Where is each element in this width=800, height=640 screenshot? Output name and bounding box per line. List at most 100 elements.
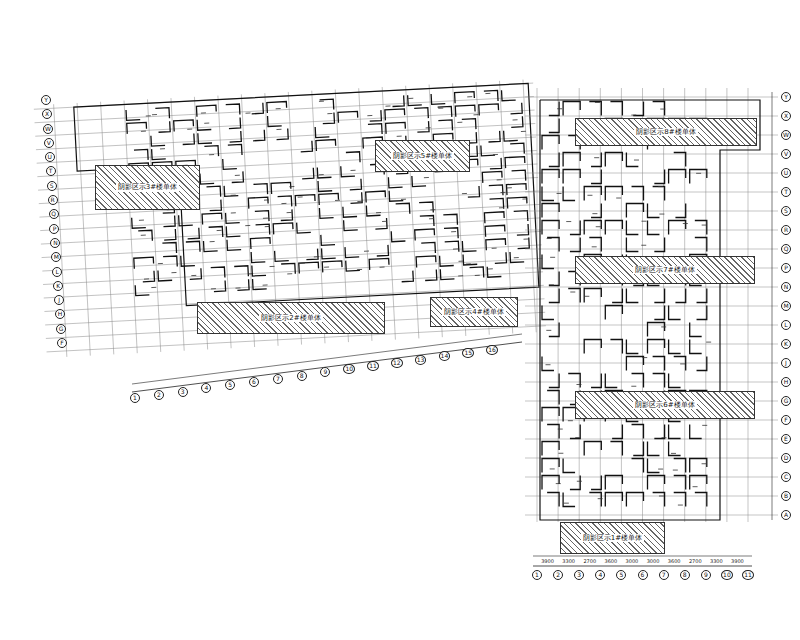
grid-line: [663, 88, 664, 522]
wall-segment: [420, 215, 434, 226]
hatched-building-zone: 阴影区示8#楼单体: [575, 118, 757, 146]
rebar-mark: [401, 199, 406, 200]
rebar-mark: [659, 214, 664, 215]
wall-segment: [626, 289, 638, 303]
wall-segment: [231, 171, 243, 182]
wall-segment: [510, 143, 524, 154]
wall-segment: [542, 255, 554, 269]
grid-line: [525, 287, 778, 288]
wall-segment: [542, 459, 559, 473]
axis-bubble: W: [781, 130, 791, 140]
axis-bubble: 2: [154, 390, 164, 400]
axis-bubble: 7: [659, 570, 669, 580]
wall-segment: [570, 476, 580, 490]
axis-bubble: 6: [249, 377, 259, 387]
rebar-mark: [507, 187, 512, 188]
wall-segment: [674, 476, 686, 490]
dimension-text: 2700: [583, 558, 596, 564]
wall-segment: [419, 202, 433, 213]
wall-segment: [134, 257, 154, 269]
wall-segment: [248, 197, 268, 209]
grid-line: [705, 88, 706, 522]
wall-segment: [605, 476, 622, 490]
grid-line: [35, 110, 534, 136]
axis-bubble: G: [781, 396, 791, 406]
wall-segment: [648, 204, 660, 218]
wall-segment: [549, 272, 559, 286]
rebar-mark: [146, 115, 151, 116]
wall-segment: [589, 238, 601, 252]
wall-segment: [510, 251, 524, 262]
wall-segment: [549, 153, 559, 167]
rebar-mark: [557, 108, 562, 109]
wall-segment: [256, 224, 270, 235]
rebar-mark: [327, 113, 332, 114]
grid-line: [525, 211, 778, 212]
rebar-mark: [702, 463, 707, 464]
wall-segment: [228, 144, 242, 155]
wall-segment: [138, 230, 152, 241]
axis-bubble: 11: [742, 570, 754, 580]
wall-segment: [322, 261, 342, 273]
rebar-mark: [376, 212, 381, 213]
rebar-mark: [380, 267, 385, 268]
rebar-mark: [430, 209, 435, 210]
wall-segment: [516, 224, 528, 235]
rebar-mark: [547, 238, 552, 239]
wall-segment: [517, 238, 529, 249]
zone-label: 阴影区示8#楼单体: [634, 128, 697, 136]
dimension-text: 2700: [689, 558, 702, 564]
wall-segment: [224, 185, 238, 196]
wall-segment: [315, 126, 329, 137]
axis-bubble: 13: [415, 355, 427, 365]
rebar-mark: [357, 269, 362, 270]
grid-line: [537, 88, 538, 522]
grid-line: [35, 97, 534, 123]
grid-line: [525, 306, 778, 307]
wall-segment: [322, 248, 336, 259]
wall-segment: [648, 221, 660, 235]
wall-segment: [514, 211, 528, 222]
rebar-mark: [706, 342, 711, 343]
wall-segment: [605, 187, 622, 201]
rebar-mark: [424, 177, 429, 178]
zone-label: 阴影区示4#楼单体: [442, 308, 505, 316]
axis-bubble: 16: [486, 345, 498, 355]
wall-segment: [591, 204, 601, 218]
wall-segment: [227, 239, 241, 250]
wall-segment: [319, 207, 333, 218]
wall-segment: [416, 256, 436, 268]
rebar-mark: [151, 287, 156, 288]
axis-bubble: Q: [49, 209, 59, 219]
wall-segment: [510, 103, 522, 114]
wall-segment: [484, 90, 498, 101]
wall-segment: [226, 212, 240, 223]
wall-segment: [322, 113, 334, 124]
wall-segment: [431, 93, 445, 104]
wall-segment: [386, 122, 406, 134]
wall-segment: [695, 493, 707, 507]
rebar-mark: [158, 263, 163, 264]
rebar-mark: [458, 275, 463, 276]
wall-segment: [633, 102, 643, 116]
axis-bubble: H: [781, 377, 791, 387]
axis-bubble: L: [52, 267, 62, 277]
grid-line: [44, 272, 543, 298]
axis-bubble: K: [53, 281, 63, 291]
grid-line: [525, 439, 778, 440]
rebar-mark: [231, 195, 236, 196]
rebar-mark: [556, 483, 561, 484]
wall-segment: [490, 198, 504, 209]
zone-label: 阴影区示2#楼单体: [259, 314, 322, 322]
wall-segment: [306, 249, 318, 260]
wall-segment: [674, 357, 686, 371]
wall-segment: [440, 255, 454, 266]
grid-line: [525, 515, 778, 516]
wall-segment: [444, 228, 458, 239]
rebar-mark: [319, 174, 324, 175]
grid-line: [525, 477, 778, 478]
wall-segment: [455, 105, 475, 117]
rebar-mark: [592, 246, 597, 247]
wall-segment: [570, 425, 580, 439]
rebar-mark: [696, 173, 701, 174]
